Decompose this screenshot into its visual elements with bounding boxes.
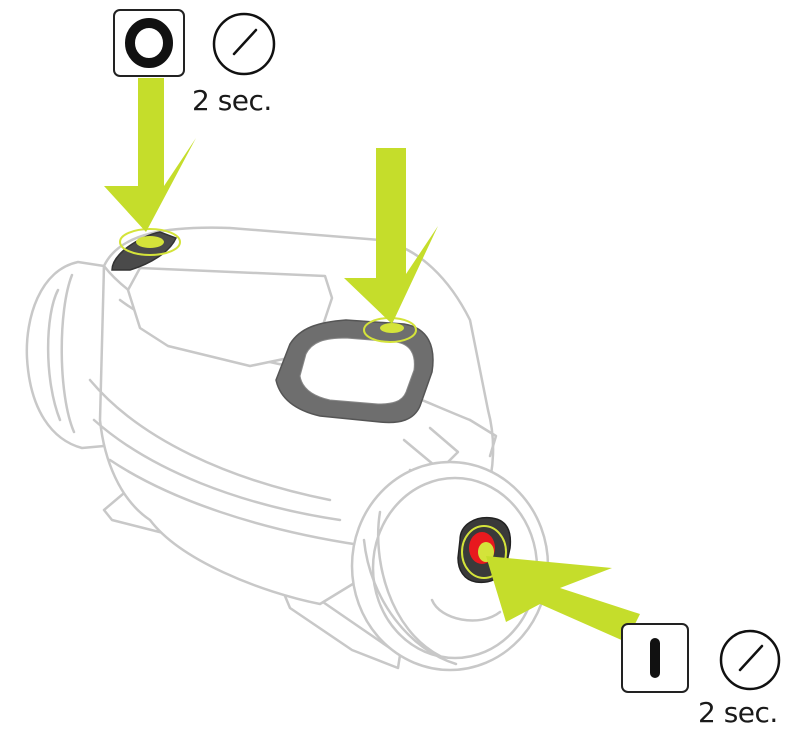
front-lens-ring: [350, 460, 550, 672]
arrow-power: [104, 78, 196, 232]
callout-top: [113, 9, 276, 77]
stopwatch-icon: [212, 12, 276, 76]
camera-body: [25, 226, 550, 672]
rear-lens-ring: [25, 260, 106, 450]
power-button[interactable]: [111, 228, 181, 271]
arrows: [104, 78, 640, 642]
center-button[interactable]: [275, 317, 434, 424]
power-bar-icon: [621, 623, 689, 693]
arrow-record: [486, 556, 640, 642]
duration-label-top: 2 sec.: [192, 84, 272, 117]
power-ring-icon: [113, 9, 185, 77]
duration-label-bottom: 2 sec.: [698, 696, 778, 729]
stopwatch-icon: [719, 629, 781, 691]
arrow-center: [344, 148, 438, 324]
callout-bottom: [621, 623, 781, 693]
